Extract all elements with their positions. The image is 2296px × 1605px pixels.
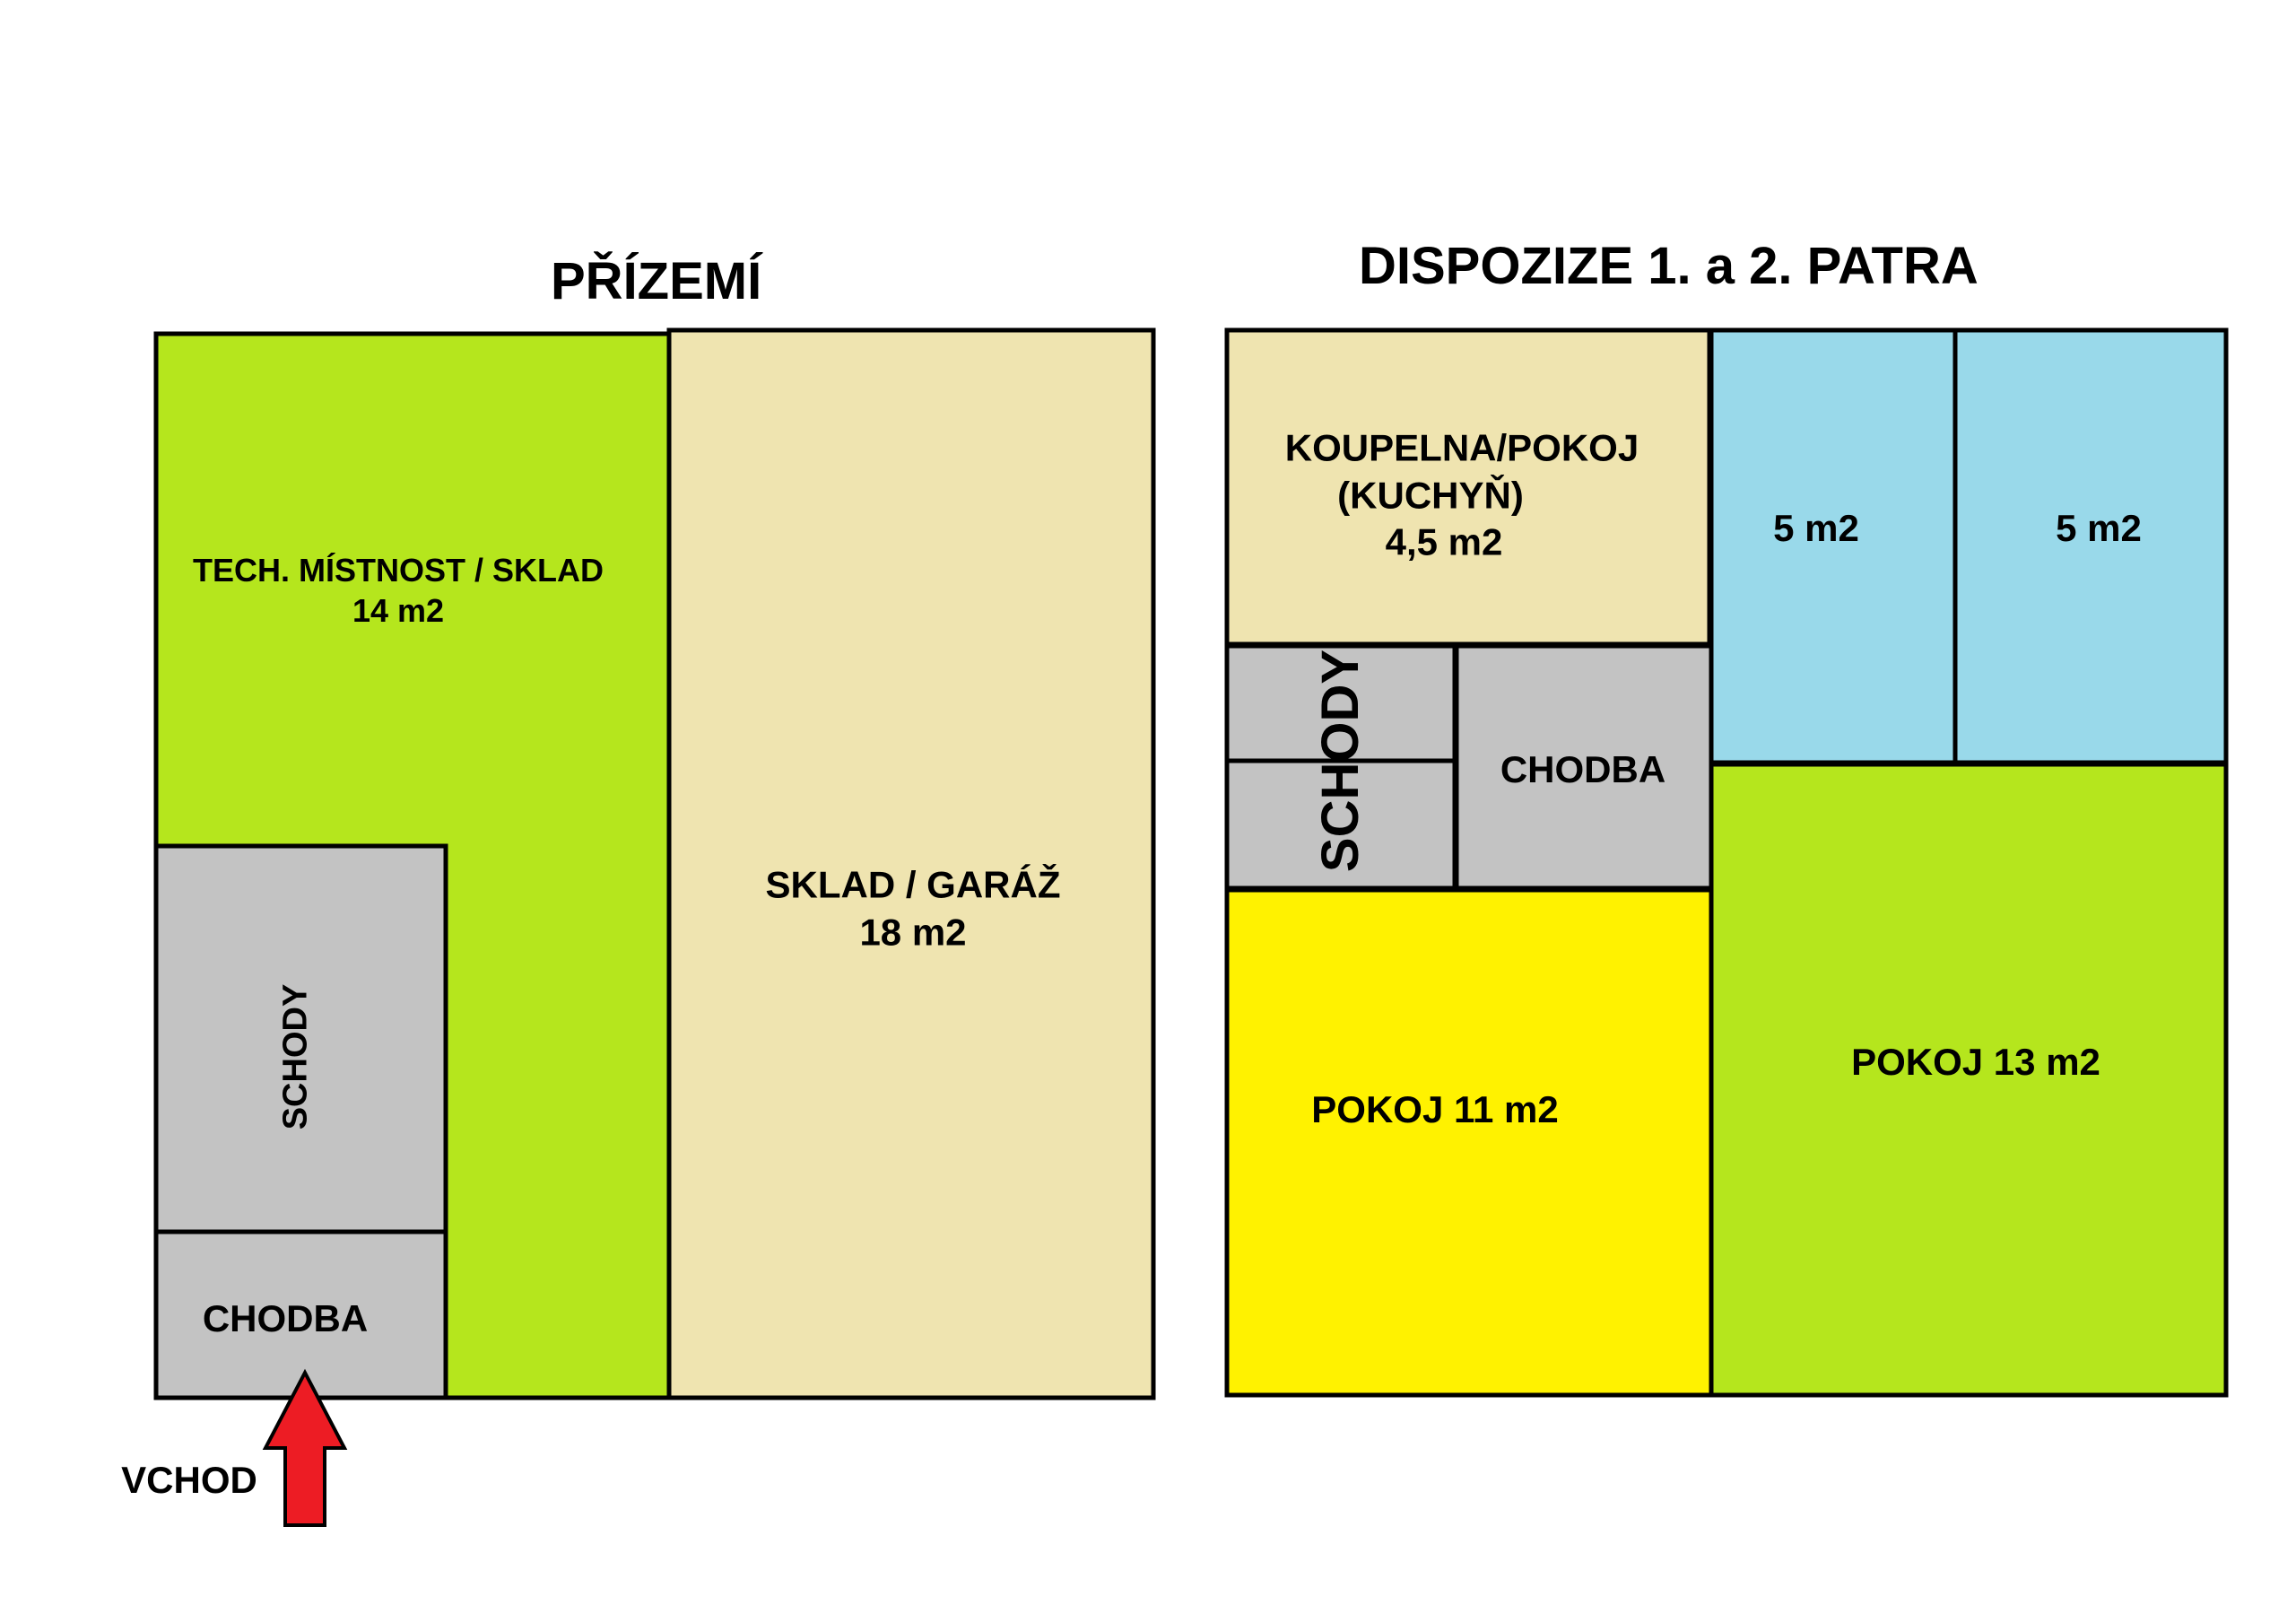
label-tech-room-area: 14 m2: [352, 592, 445, 629]
label-bathroom: KOUPELNA/POKOJ (KUCHYŇ) 4,5 m2: [1285, 424, 1639, 566]
room-stairs-upper-top: [1224, 643, 1457, 763]
label-tech-room-name: TECH. MÍSTNOST / SKLAD: [193, 552, 604, 589]
room-bathroom: [1224, 327, 1712, 647]
title-ground-floor: PŘÍZEMÍ: [551, 252, 762, 310]
room-corridor-ground: [153, 1229, 448, 1400]
label-tech-room: TECH. MÍSTNOST / SKLAD 14 m2: [193, 550, 604, 631]
label-stairs-upper: SCHODY: [1310, 649, 1370, 873]
label-pokoj-11: POKOJ 11 m2: [1311, 1087, 1559, 1130]
room-stairs-ground: [153, 843, 448, 1234]
label-small-room-2: 5 m2: [2056, 506, 2142, 549]
label-corridor-ground: CHODBA: [202, 1296, 369, 1339]
room-pokoj-13: [1709, 762, 2229, 1398]
label-entrance: VCHOD: [121, 1458, 257, 1501]
title-upper-floors: DISPOZIZE 1. a 2. PATRA: [1359, 237, 1979, 295]
label-corridor-upper: CHODBA: [1500, 747, 1666, 790]
entrance-arrow-icon: [262, 1368, 348, 1527]
room-storage-garage: [666, 327, 1156, 1400]
room-small-2: [1952, 327, 2229, 765]
label-storage-garage-area: 18 m2: [859, 911, 967, 953]
label-storage-garage-name: SKLAD / GARÁŽ: [765, 863, 1061, 906]
room-pokoj-11: [1224, 887, 1714, 1398]
label-bathroom-alt: (KUCHYŇ): [1337, 473, 1524, 516]
label-bathroom-area: 4,5 m2: [1385, 520, 1503, 563]
label-small-room-1: 5 m2: [1773, 506, 1859, 549]
label-bathroom-name: KOUPELNA/POKOJ: [1284, 426, 1639, 469]
label-pokoj-13: POKOJ 13 m2: [1851, 1040, 2100, 1083]
label-storage-garage: SKLAD / GARÁŽ 18 m2: [766, 862, 1061, 956]
label-stairs-ground: SCHODY: [276, 983, 315, 1130]
